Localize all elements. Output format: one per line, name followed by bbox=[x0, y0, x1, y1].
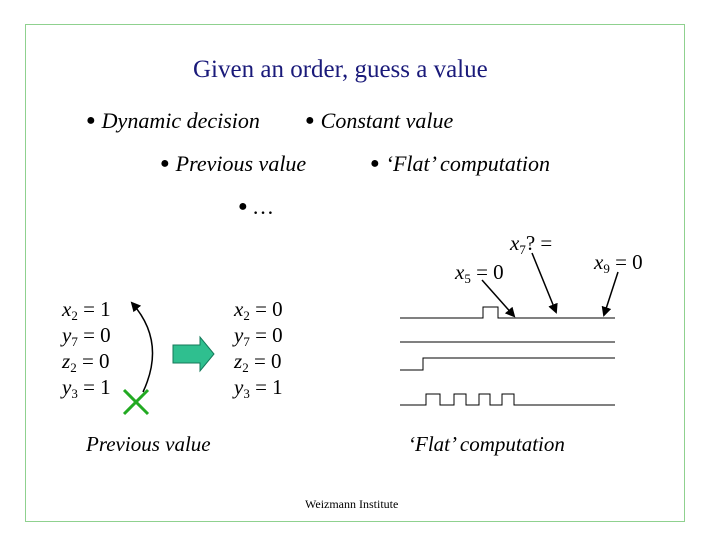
pointer-arrow-icon bbox=[531, 252, 558, 314]
pointer-arrow-icon bbox=[481, 279, 516, 318]
bullet-dot-icon: ● bbox=[370, 155, 380, 172]
assignment-row: y7 = 0 bbox=[234, 323, 283, 349]
right-assignment-list: x2 = 0 y7 = 0 z2 = 0 y3 = 1 bbox=[234, 296, 283, 400]
block-right-arrow-icon bbox=[172, 335, 215, 373]
bullet-previous-value: ● Previous value bbox=[160, 151, 306, 177]
annotation-x5: x5 = 0 bbox=[455, 260, 504, 286]
curved-arrow-icon bbox=[130, 301, 154, 393]
bullet-flat-computation: ● ‘Flat’ computation bbox=[370, 151, 550, 177]
assignment-row: x2 = 1 bbox=[62, 297, 111, 323]
assignment-row: y7 = 0 bbox=[62, 323, 111, 349]
caption-flat-computation: ‘Flat’ computation bbox=[408, 432, 565, 456]
slide-frame bbox=[25, 24, 685, 522]
assignment-row: y3 = 1 bbox=[62, 375, 111, 401]
bullet-label: ‘Flat’ computation bbox=[385, 151, 551, 176]
bullet-label: Previous value bbox=[175, 151, 307, 176]
left-assignment-list: x2 = 1 y7 = 0 z2 = 0 y3 = 1 bbox=[62, 296, 111, 400]
waveform-line bbox=[400, 393, 615, 406]
assignment-row: z2 = 0 bbox=[234, 349, 282, 375]
bullet-label: Constant value bbox=[320, 108, 454, 133]
assignment-row: z2 = 0 bbox=[62, 349, 110, 375]
waveform-line bbox=[400, 357, 615, 371]
annotation-x7: x7? = bbox=[510, 231, 553, 257]
slide-title: Given an order, guess a value bbox=[193, 56, 488, 83]
pointer-arrow-icon bbox=[601, 271, 619, 317]
bullet-ellipsis: ●… bbox=[238, 194, 273, 220]
cross-icon bbox=[122, 388, 150, 416]
footer-institute: Weizmann Institute bbox=[305, 497, 399, 511]
bullet-dot-icon: ● bbox=[160, 155, 170, 172]
waveform-line bbox=[400, 306, 615, 319]
annotation-x9: x9 = 0 bbox=[594, 250, 643, 276]
bullet-dot-icon: ● bbox=[238, 198, 248, 215]
bullet-dynamic-decision: ● Dynamic decision bbox=[86, 108, 260, 134]
bullet-label: … bbox=[253, 194, 274, 219]
assignment-row: x2 = 0 bbox=[234, 297, 283, 323]
assignment-row: y3 = 1 bbox=[234, 375, 283, 401]
bullet-label: Dynamic decision bbox=[101, 108, 260, 133]
bullet-dot-icon: ● bbox=[305, 112, 315, 129]
bullet-constant-value: ● Constant value bbox=[305, 108, 453, 134]
bullet-dot-icon: ● bbox=[86, 112, 96, 129]
caption-previous-value: Previous value bbox=[86, 432, 211, 456]
